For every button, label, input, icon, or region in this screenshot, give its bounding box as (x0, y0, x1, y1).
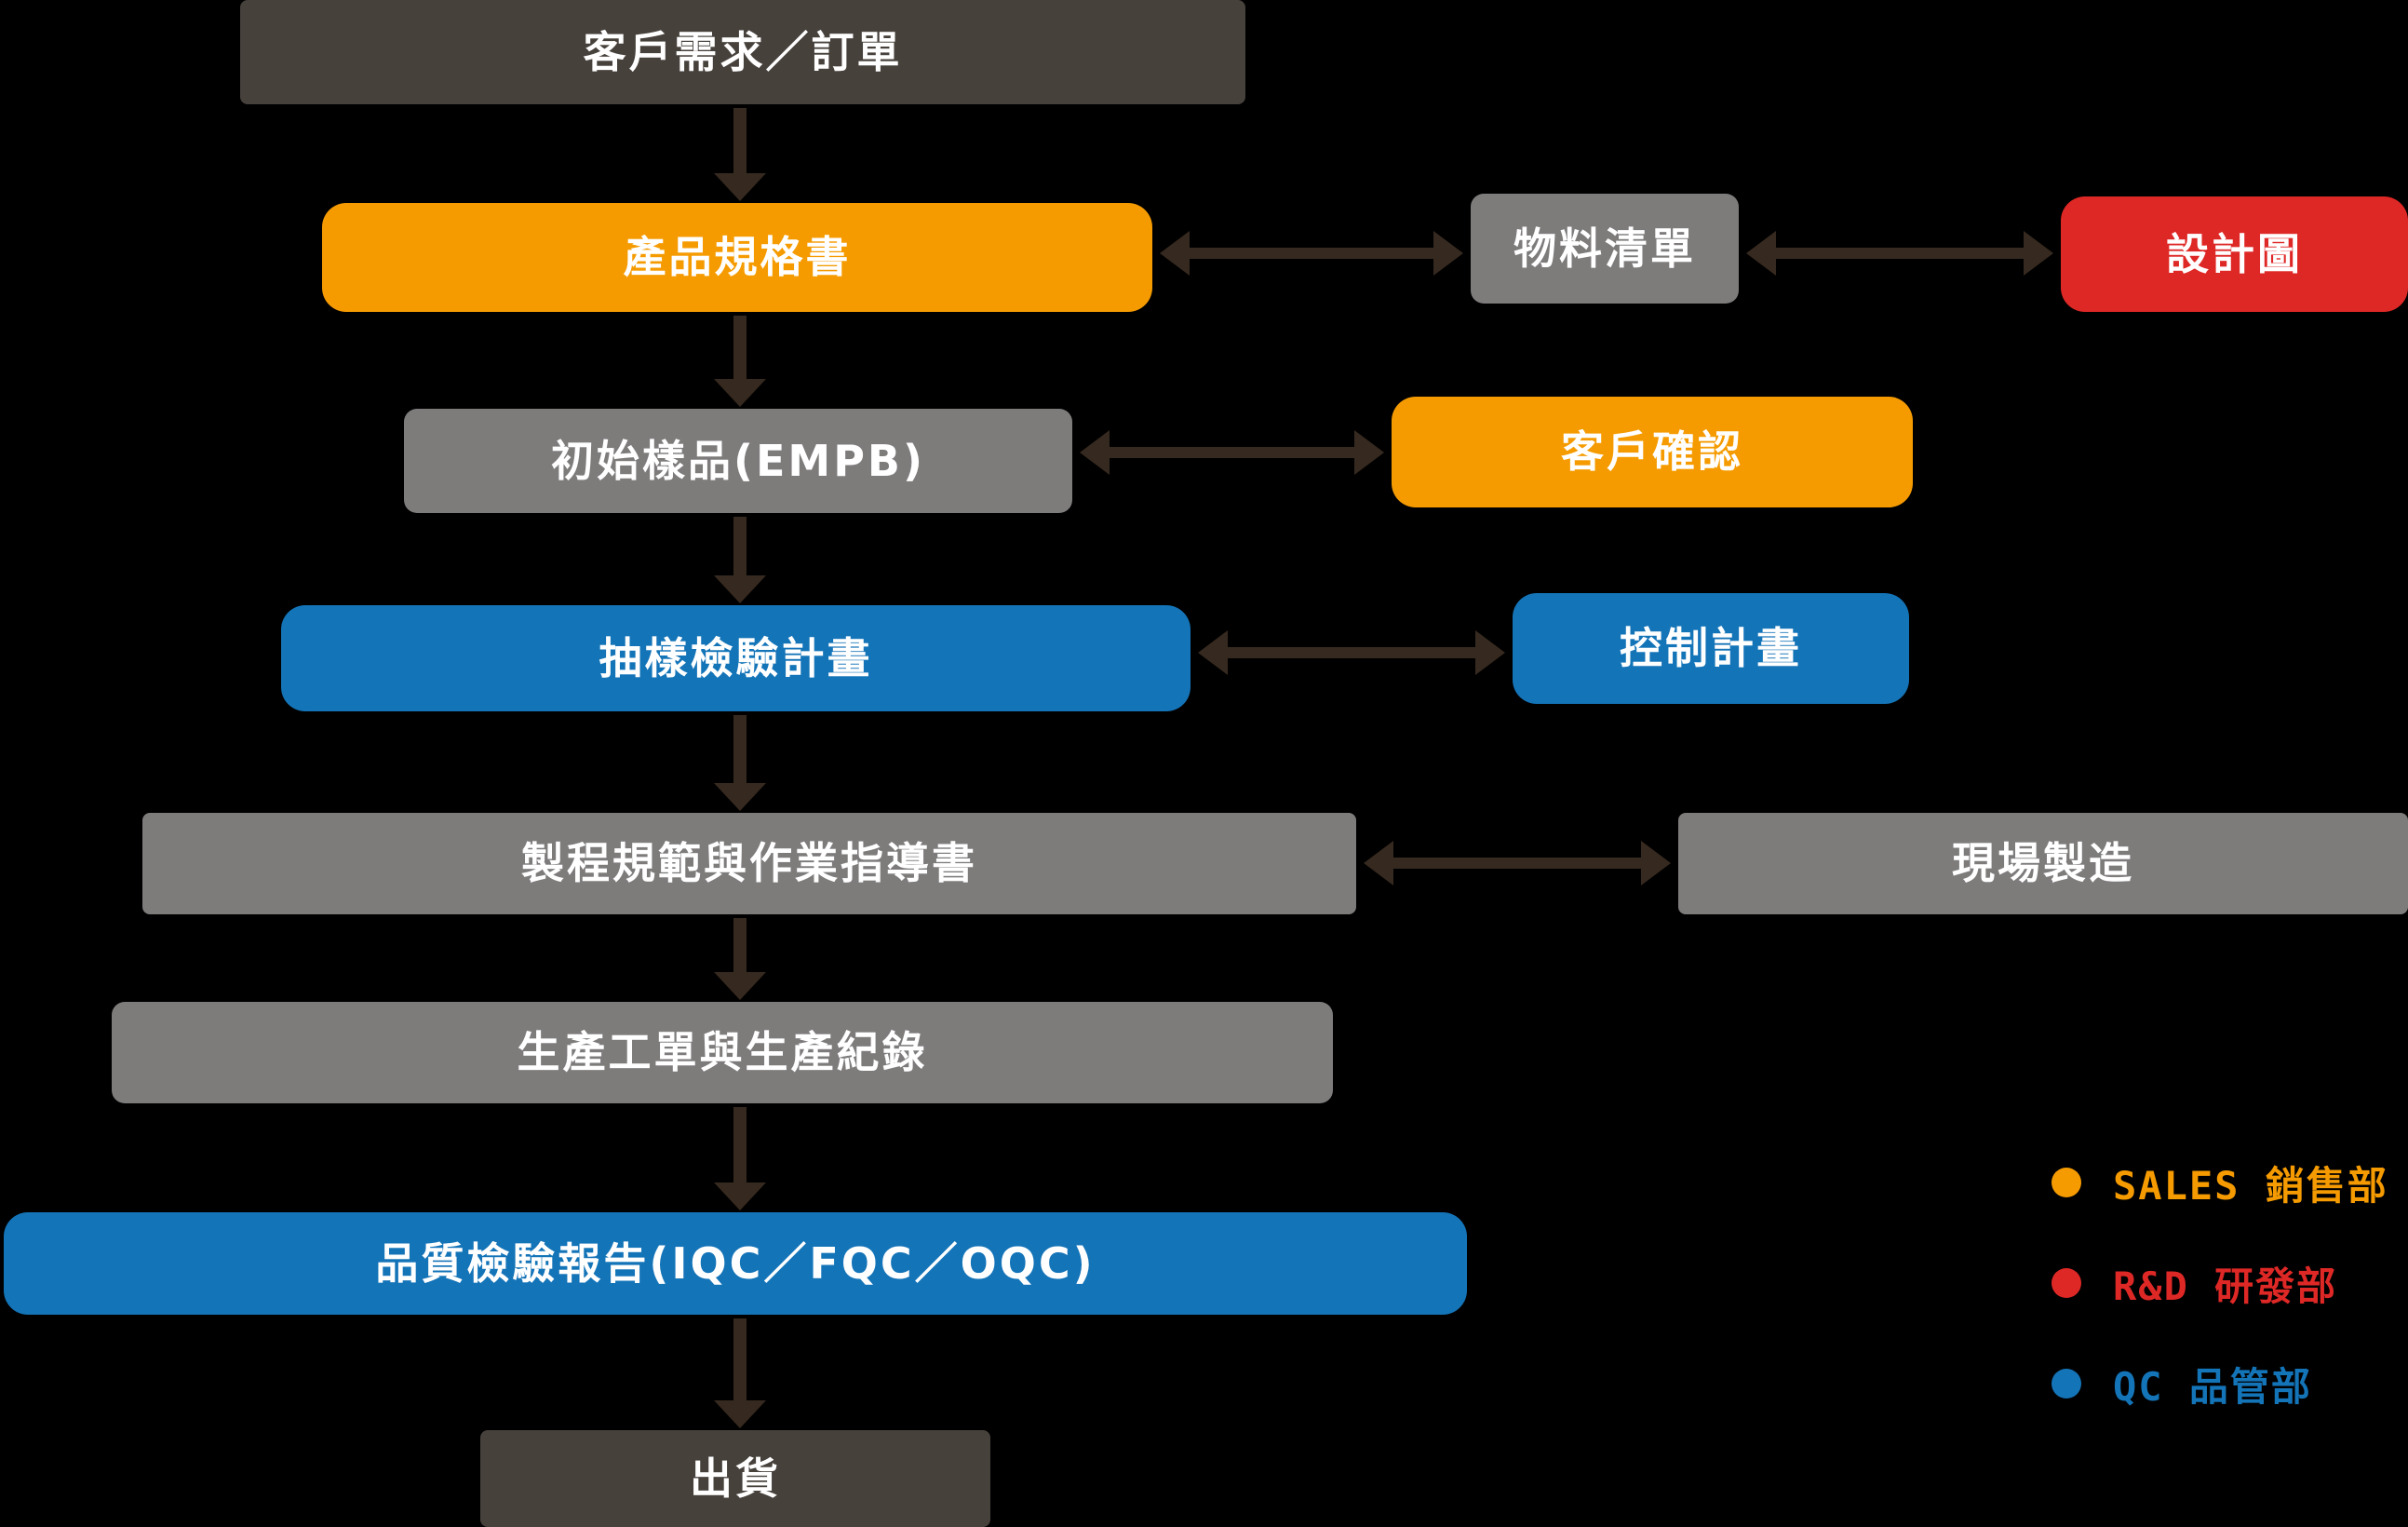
node-design-drawing: 設計圖 (2061, 196, 2408, 312)
node-product-spec: 產品規格書 (322, 203, 1152, 312)
legend-dot-rnd-icon (2052, 1268, 2081, 1298)
node-customer-order: 客戶需求／訂單 (240, 0, 1245, 104)
legend-item-qc: QC 品管部 (2052, 1358, 2388, 1410)
legend: SALES 銷售部 R&D 研發部 QC 品管部 (2052, 1156, 2388, 1410)
node-process-spec: 製程規範與作業指導書 (142, 813, 1356, 914)
node-control-plan: 控制計畫 (1513, 593, 1909, 704)
legend-dot-sales-icon (2052, 1168, 2081, 1197)
arrow-down-icon (714, 918, 766, 1000)
node-customer-confirm: 客戶確認 (1392, 397, 1913, 507)
arrow-down-icon (714, 1107, 766, 1210)
node-onsite-manufacturing: 現場製造 (1678, 813, 2408, 914)
node-work-order-record: 生產工單與生產紀錄 (112, 1002, 1333, 1103)
legend-item-sales: SALES 銷售部 (2052, 1156, 2388, 1209)
node-sampling-inspection-plan: 抽樣檢驗計畫 (281, 605, 1191, 711)
node-shipment: 出貨 (480, 1430, 990, 1527)
arrow-down-icon (714, 517, 766, 603)
legend-label-sales: SALES 銷售部 (2113, 1162, 2388, 1209)
arrow-double-horizontal-icon (1364, 841, 1671, 885)
node-quality-report: 品質檢驗報告(IQC／FQC／OQC) (4, 1212, 1467, 1315)
arrow-down-icon (714, 1318, 766, 1428)
arrow-double-horizontal-icon (1080, 430, 1384, 475)
arrow-down-icon (714, 715, 766, 811)
node-initial-sample: 初始樣品(EMPB) (404, 409, 1072, 513)
node-bom: 物料清單 (1471, 194, 1739, 304)
arrow-double-horizontal-icon (1746, 231, 2053, 276)
arrow-down-icon (714, 108, 766, 201)
legend-dot-qc-icon (2052, 1369, 2081, 1399)
legend-item-rnd: R&D 研發部 (2052, 1257, 2388, 1309)
arrow-double-horizontal-icon (1198, 630, 1505, 675)
legend-label-qc: QC 品管部 (2113, 1363, 2312, 1410)
legend-label-rnd: R&D 研發部 (2113, 1263, 2338, 1309)
arrow-double-horizontal-icon (1160, 231, 1463, 276)
arrow-down-icon (714, 316, 766, 407)
